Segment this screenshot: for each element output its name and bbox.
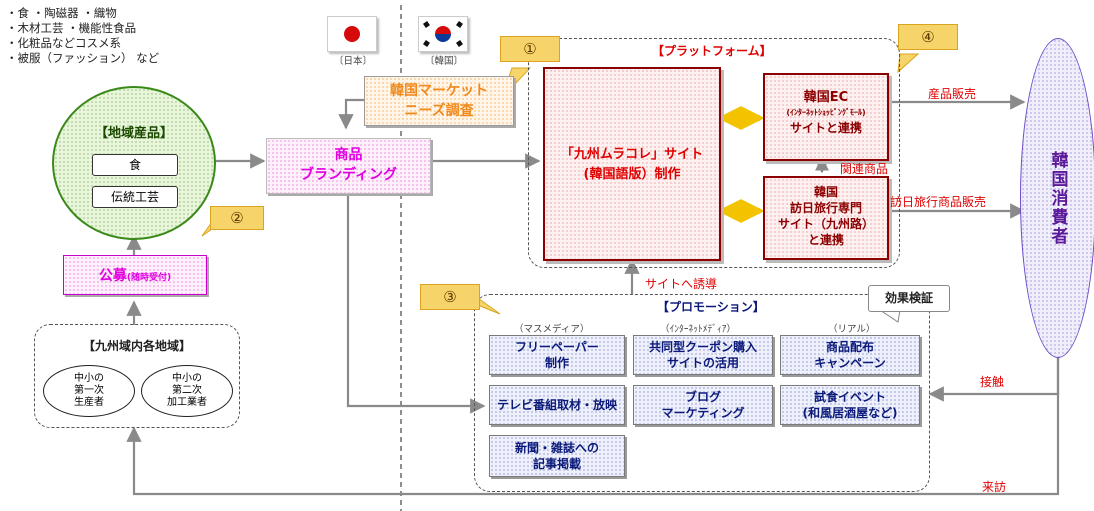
promo-coupon: 共同型クーポン購入 サイトの活用 [633, 335, 773, 375]
promo-free-paper-line: 制作 [544, 356, 569, 370]
branding-box: 商品 ブランディング [266, 138, 431, 194]
product-type-line: ・化粧品などコスメ系 [6, 36, 121, 50]
product-sales-label: 産品販売 [928, 87, 977, 101]
product-type-line: ・被服（ファッション） など [6, 51, 160, 65]
local-product-food-label: 食 [128, 158, 141, 172]
badge-3-label: ③ [443, 288, 457, 306]
japan-flag-icon [327, 16, 377, 52]
category-real: （リアル） [828, 324, 876, 335]
travel-line2: 訪日旅行専門 [789, 201, 862, 215]
product-type-line: ・食 ・陶磁器 ・織物 [6, 6, 117, 20]
market-research-line1: 韓国マーケット [390, 83, 488, 99]
category-internet-media: （ｲﾝﾀｰﾈｯﾄﾒﾃﾞｨｱ） [660, 324, 737, 335]
contact-label: 接触 [980, 375, 1005, 389]
promotion-title: 【プロモーション】 [657, 300, 765, 314]
branding-line2: ブランディング [299, 167, 398, 183]
platform-region [528, 38, 900, 268]
promotion-region [474, 294, 930, 492]
korean-consumer-ellipse: 韓国消費者 [1020, 38, 1094, 358]
badge-3: ③ [420, 284, 480, 310]
promo-tasting: 試食イベント (和風居酒屋など) [780, 385, 920, 425]
market-research-box: 韓国マーケット ニーズ調査 [364, 76, 514, 126]
site-line2: (韓国語版）制作 [583, 167, 681, 182]
visit-label: 来訪 [982, 480, 1007, 494]
site-line1: 「九州ムラコレ」サイト [560, 147, 704, 162]
ec-line1: 韓国EC [803, 90, 849, 105]
local-product-crafts: 伝統工芸 [92, 186, 178, 208]
promo-coupon-line: サイトの活用 [666, 356, 739, 370]
promo-tasting-line: 試食イベント [813, 390, 886, 404]
local-product-crafts-label: 伝統工芸 [110, 190, 159, 204]
branding-line1: 商品 [334, 147, 363, 163]
japan-caption: 〔日本〕 [334, 56, 373, 67]
travel-sales-label: 訪日旅行商品販売 [890, 195, 987, 209]
travel-line3: サイト（九州路） [777, 217, 874, 231]
badge-2-label: ② [230, 209, 244, 227]
market-research-line2: ニーズ調査 [404, 103, 474, 119]
guide-to-site-label: サイトへ誘導 [645, 277, 718, 291]
korea-caption: 〔韓国〕 [425, 56, 464, 67]
korea-flag-icon [418, 16, 468, 52]
korea-ec-box: 韓国EC (ｲﾝﾀｰﾈｯﾄｼｮｯﾋﾟﾝｸﾞﾓｰﾙ) サイトと連携 [763, 73, 889, 161]
kyushu-region-box: 【九州域内各地域】 中小の 第一次 生産者 中小の 第二次 加工業者 [34, 324, 240, 428]
processor-line: 第二次 [172, 385, 202, 396]
korea-travel-box: 韓国 訪日旅行専門 サイト（九州路） と連携 [763, 176, 889, 260]
effect-verification-label: 効果検証 [884, 291, 933, 305]
effect-verification-callout: 効果検証 [868, 285, 950, 312]
badge-4: ④ [898, 24, 958, 50]
product-type-line: ・木材工芸 ・機能性食品 [6, 21, 137, 35]
recruit-main: 公募 [98, 268, 127, 284]
promo-tasting-line: (和風居酒屋など) [802, 406, 898, 420]
badge-1-label: ① [523, 40, 537, 58]
producer-line: 第一次 [74, 385, 104, 396]
promo-tv-label: テレビ番組取材・放映 [496, 398, 617, 412]
promo-free-paper-line: フリーペーパー [515, 340, 599, 354]
promo-blog: ブログ マーケティング [633, 385, 773, 425]
local-product-food: 食 [92, 154, 178, 176]
promo-free-paper: フリーペーパー 制作 [489, 335, 625, 375]
promo-newspaper-line: 記事掲載 [532, 457, 581, 471]
promo-blog-line: マーケティング [661, 406, 745, 420]
promo-newspaper: 新聞・雑誌への 記事掲載 [489, 435, 625, 477]
travel-line1: 韓国 [813, 185, 838, 199]
kyushu-region-title: 【九州域内各地域】 [82, 339, 191, 353]
promo-newspaper-line: 新聞・雑誌への [514, 441, 599, 455]
promo-distribution-line: 商品配布 [825, 340, 874, 354]
promo-coupon-line: 共同型クーポン購入 [648, 340, 757, 354]
recruit-sub: (随時受付) [126, 273, 172, 283]
category-mass-media: （マスメディア） [514, 324, 590, 335]
ec-line3: サイトと連携 [789, 121, 862, 135]
primary-producer-oval: 中小の 第一次 生産者 [43, 365, 135, 417]
badge-4-label: ④ [921, 28, 935, 46]
producer-line: 生産者 [74, 397, 104, 408]
promo-distribution: 商品配布 キャンペーン [780, 335, 920, 375]
local-products-circle: 【地域産品】 食 伝統工芸 [52, 86, 216, 240]
korean-consumer-label: 韓国消費者 [1047, 150, 1068, 246]
murakore-site-box: 「九州ムラコレ」サイト (韓国語版）制作 [543, 67, 721, 261]
producer-line: 中小の [74, 373, 104, 384]
badge-1: ① [500, 36, 560, 62]
related-products-label: 関連商品 [840, 162, 889, 176]
promo-blog-line: ブログ [684, 390, 721, 404]
recruit-box: 公募(随時受付) [63, 255, 207, 295]
promo-tv: テレビ番組取材・放映 [489, 385, 625, 425]
ec-line2: (ｲﾝﾀｰﾈｯﾄｼｮｯﾋﾟﾝｸﾞﾓｰﾙ) [786, 108, 866, 117]
platform-title: 【プラットフォーム】 [652, 44, 772, 58]
local-products-title: 【地域産品】 [94, 126, 173, 141]
badge-2: ② [210, 206, 264, 230]
product-type-list: ・食 ・陶磁器 ・織物 ・木材工芸 ・機能性食品 ・化粧品などコスメ系 ・被服（… [6, 6, 159, 66]
secondary-processor-oval: 中小の 第二次 加工業者 [141, 365, 233, 417]
processor-line: 加工業者 [167, 397, 207, 408]
promo-distribution-line: キャンペーン [814, 356, 886, 370]
processor-line: 中小の [172, 373, 202, 384]
travel-line4: と連携 [807, 233, 844, 247]
